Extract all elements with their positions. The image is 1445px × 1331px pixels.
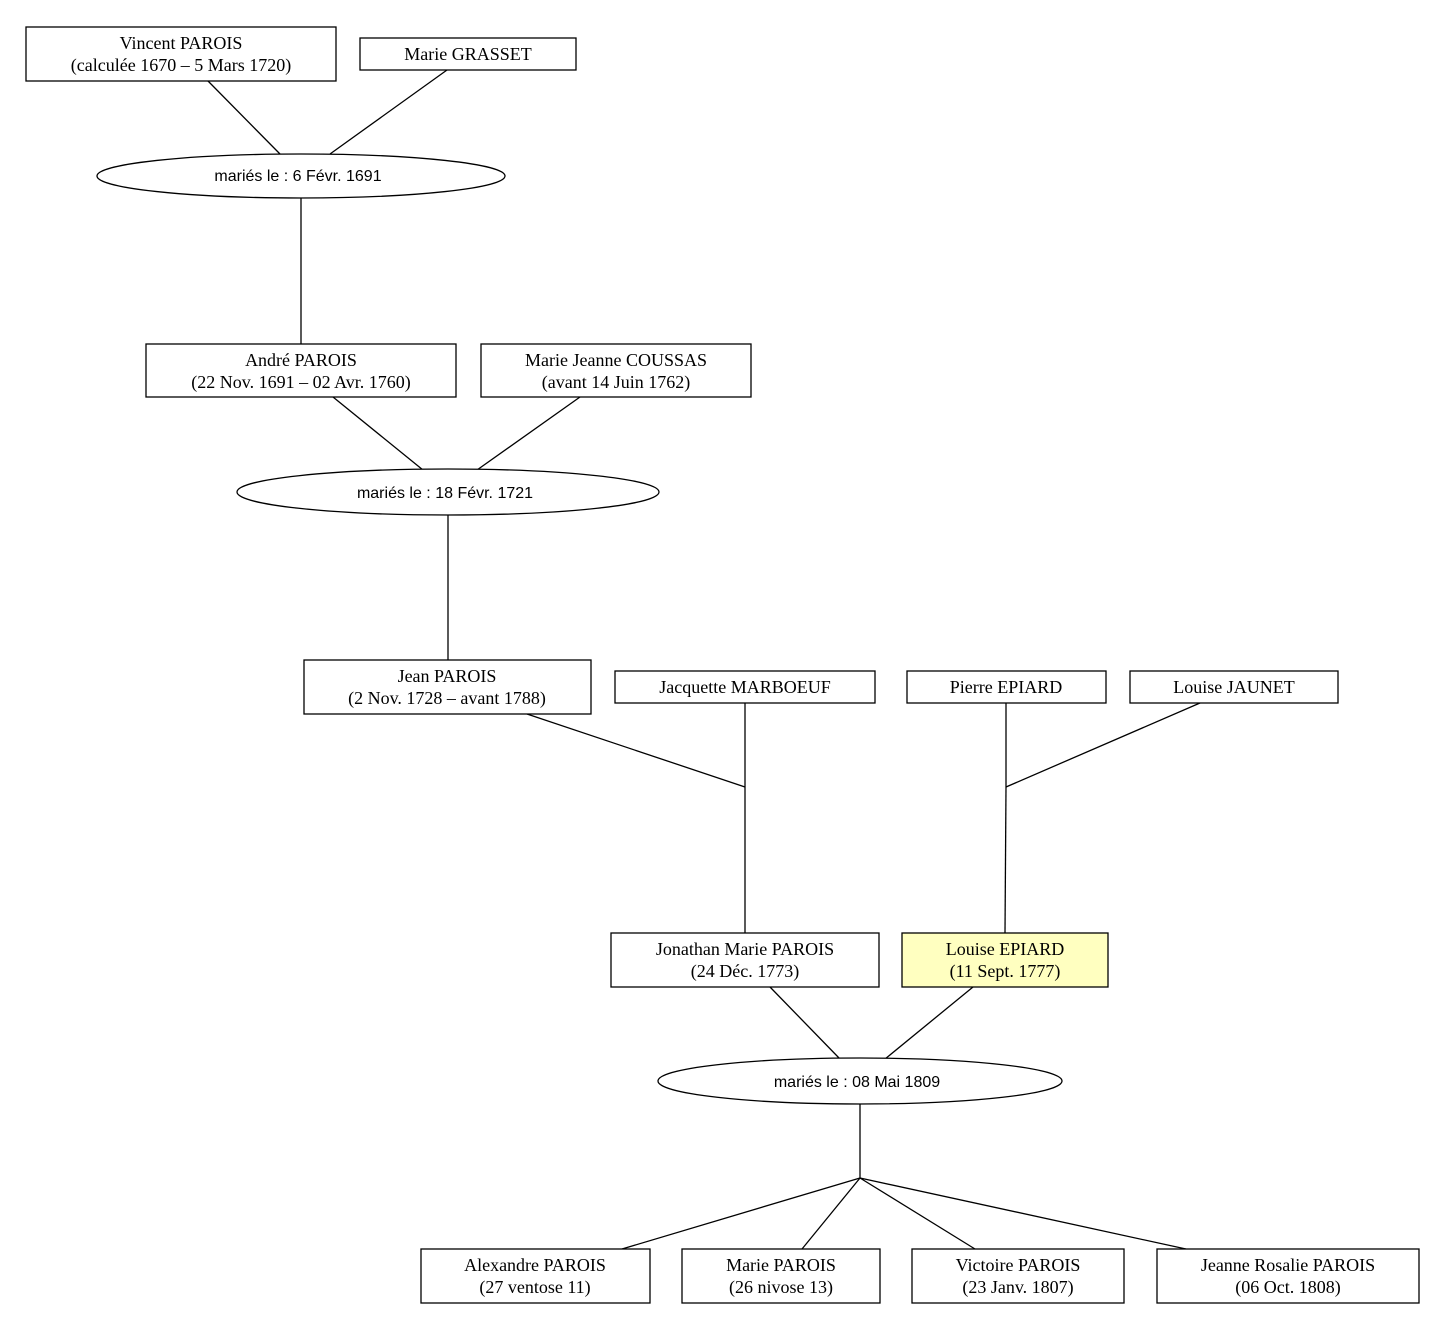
- person-name: Marie PAROIS: [726, 1255, 836, 1275]
- marriage-label: mariés le : 08 Mai 1809: [774, 1074, 940, 1091]
- person-vincent-parois[interactable]: Vincent PAROIS (calculée 1670 – 5 Mars 1…: [25, 26, 337, 82]
- person-name: Jeanne Rosalie PAROIS: [1201, 1255, 1375, 1275]
- edge-andre-m1721: [332, 396, 424, 471]
- edge-jaunet-union: [1005, 702, 1201, 788]
- person-name: Marie Jeanne COUSSAS: [525, 350, 707, 370]
- marriage-1691[interactable]: mariés le : 6 Févr. 1691: [96, 153, 506, 199]
- marriage-label: mariés le : 18 Févr. 1721: [357, 485, 533, 502]
- person-name: Victoire PAROIS: [956, 1255, 1081, 1275]
- edge-to-jeanne-rosalie: [859, 1177, 1187, 1250]
- person-jeanne-rosalie-parois[interactable]: Jeanne Rosalie PAROIS (06 Oct. 1808): [1156, 1248, 1420, 1304]
- person-victoire-parois[interactable]: Victoire PAROIS (23 Janv. 1807): [911, 1248, 1125, 1304]
- edge-vincent-m1691: [207, 80, 281, 155]
- person-name: Jean PAROIS: [398, 666, 497, 686]
- person-marie-grasset[interactable]: Marie GRASSET: [359, 37, 577, 71]
- person-name: Louise JAUNET: [1173, 677, 1294, 697]
- person-jean-parois[interactable]: Jean PAROIS (2 Nov. 1728 – avant 1788): [303, 659, 592, 715]
- person-name: Alexandre PAROIS: [464, 1255, 606, 1275]
- person-louise-jaunet[interactable]: Louise JAUNET: [1129, 670, 1339, 704]
- person-alexandre-parois[interactable]: Alexandre PAROIS (27 ventose 11): [420, 1248, 651, 1304]
- person-name: Marie GRASSET: [404, 44, 532, 64]
- person-name: Pierre EPIARD: [950, 677, 1062, 697]
- person-dates: (2 Nov. 1728 – avant 1788): [348, 688, 546, 709]
- edges: [207, 69, 1201, 1250]
- edge-to-victoire: [859, 1177, 976, 1250]
- person-name: Jonathan Marie PAROIS: [656, 939, 834, 959]
- edge-louise-m1809: [884, 986, 974, 1060]
- person-marie-parois[interactable]: Marie PAROIS (26 nivose 13): [681, 1248, 881, 1304]
- person-dates: (24 Déc. 1773): [691, 961, 799, 982]
- person-dates: (27 ventose 11): [479, 1277, 590, 1298]
- person-name: André PAROIS: [245, 350, 357, 370]
- person-name: Vincent PAROIS: [120, 33, 243, 53]
- person-name: Louise EPIARD: [946, 939, 1065, 959]
- person-dates: (22 Nov. 1691 – 02 Avr. 1760): [191, 372, 411, 393]
- person-name: Jacquette MARBOEUF: [659, 677, 830, 697]
- edge-grasset-m1691: [329, 69, 448, 155]
- person-dates: (avant 14 Juin 1762): [542, 372, 690, 393]
- person-dates: (11 Sept. 1777): [950, 961, 1061, 982]
- person-dates: (26 nivose 13): [729, 1277, 833, 1298]
- edge-coussas-m1721: [476, 396, 581, 471]
- person-pierre-epiard[interactable]: Pierre EPIARD: [906, 670, 1107, 704]
- edge-jonathan-m1809: [769, 986, 841, 1060]
- person-dates: (06 Oct. 1808): [1235, 1277, 1340, 1298]
- marriage-1721[interactable]: mariés le : 18 Févr. 1721: [236, 468, 660, 516]
- person-marie-jeanne-coussas[interactable]: Marie Jeanne COUSSAS (avant 14 Juin 1762…: [480, 343, 752, 398]
- marriage-1809[interactable]: mariés le : 08 Mai 1809: [657, 1057, 1063, 1105]
- edge-jean-union: [526, 713, 746, 788]
- person-jacquette-marboeuf[interactable]: Jacquette MARBOEUF: [614, 670, 876, 704]
- edge-union-louise: [1004, 786, 1007, 934]
- edge-to-alexandre: [621, 1177, 861, 1250]
- person-louise-epiard[interactable]: Louise EPIARD (11 Sept. 1777): [901, 932, 1109, 988]
- person-andre-parois[interactable]: André PAROIS (22 Nov. 1691 – 02 Avr. 176…: [145, 343, 457, 398]
- edge-to-marie-parois: [801, 1177, 861, 1250]
- marriage-label: mariés le : 6 Févr. 1691: [214, 168, 381, 185]
- person-dates: (23 Janv. 1807): [962, 1277, 1073, 1298]
- person-jonathan-marie-parois[interactable]: Jonathan Marie PAROIS (24 Déc. 1773): [610, 932, 880, 988]
- person-dates: (calculée 1670 – 5 Mars 1720): [71, 55, 291, 76]
